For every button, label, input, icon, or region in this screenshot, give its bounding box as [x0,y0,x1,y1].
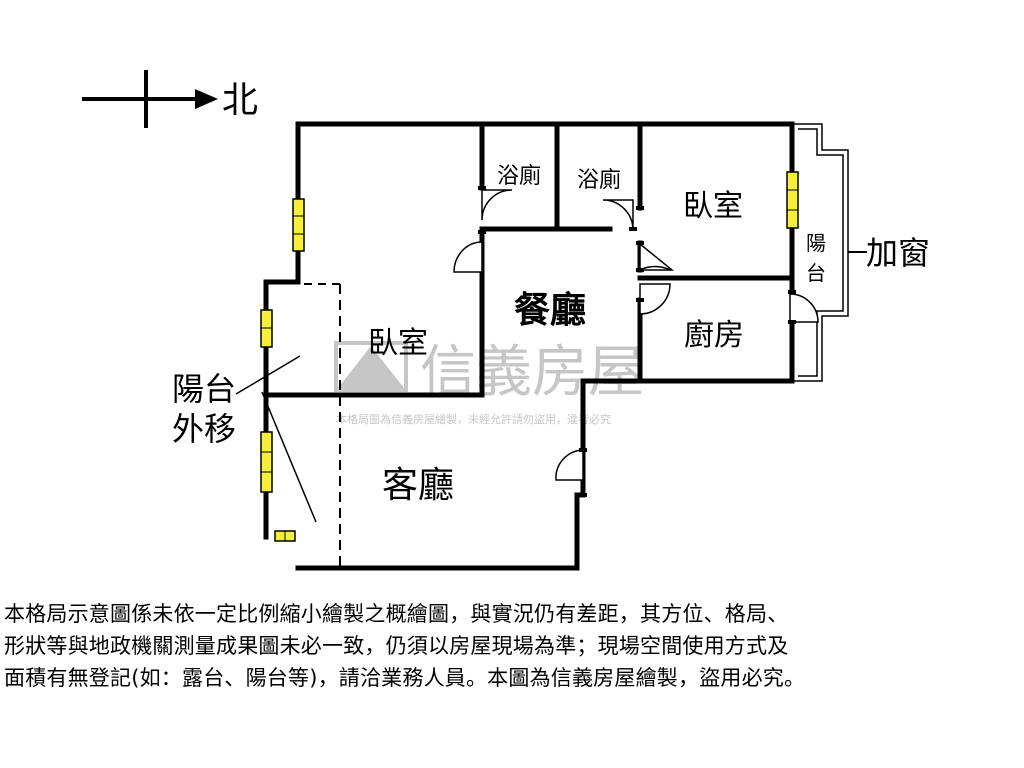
disclaimer-line-1: 本格局示意圖係未依一定比例縮小繪製之概繪圖，與實況仍有差距，其方位、格局、 [4,602,789,626]
windows [260,171,799,542]
disclaimer-line-3: 面積有無登記(如：露台、陽台等)，請洽業務人員。本圖為信義房屋繪製，盜用必究。 [4,666,806,690]
floor-plan: 北 信義房屋 本格局圖為信義房屋繪製，未經允許請勿盜用，違者必究 [82,70,930,571]
north-label: 北 [222,80,258,121]
room-dining: 餐廳 [514,289,586,331]
door-entrance [555,449,584,481]
room-bath1: 浴廁 [497,164,541,189]
door-bedroom-ne [639,242,675,271]
door-bath1 [481,189,513,221]
window-west-upper [292,198,305,252]
room-bedroom-w: 臥室 [368,326,428,361]
door-kitchen [639,283,671,315]
balcony-w-line2: 外移 [172,410,236,448]
north-arrow-icon [82,70,218,128]
door-bath2 [602,199,634,231]
east-balcony [794,123,849,382]
disclaimer: 本格局示意圖係未依一定比例縮小繪製之概繪圖，與實況仍有差距，其方位、格局、 形狀… [4,598,1020,694]
room-bath2: 浴廁 [577,168,621,193]
watermark-subtext: 本格局圖為信義房屋繪製，未經允許請勿盜用，違者必究 [336,412,611,426]
brand-logo-icon [334,341,408,392]
west-balcony-leader [235,355,317,523]
doors [453,189,819,481]
balcony-e-note: 加窗 [866,234,930,272]
room-living: 客廳 [382,465,454,506]
door-bedroom-w [453,241,483,273]
walls [263,121,795,571]
room-bedroom-ne: 臥室 [683,189,743,224]
balcony-e-char2: 台 [806,261,826,285]
room-kitchen: 廚房 [684,318,744,353]
window-west-lower [260,431,273,493]
window-east-bedroom [786,171,799,229]
balcony-w-line1: 陽台 [172,370,236,408]
door-jambs [478,186,796,497]
door-balcony-e [789,293,819,323]
disclaimer-line-2: 形狀等與地政機關測量成果圖未必一致，仍須以房屋現場為準；現場空間使用方式及 [4,634,789,658]
balcony-e-char1: 陽 [806,231,826,255]
